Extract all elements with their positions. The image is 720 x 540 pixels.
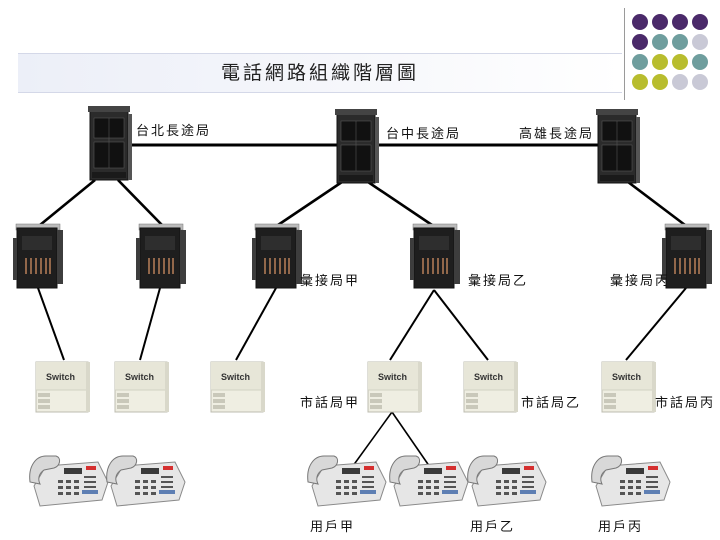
switch-icon-b: Switch — [463, 361, 519, 413]
label-toll-taichung: 台中長途局 — [386, 127, 462, 142]
decorative-dot — [632, 54, 648, 70]
link-tandem-2-switch — [139, 287, 161, 361]
switch-phone-links — [349, 411, 433, 471]
svg-text:Switch: Switch — [378, 372, 407, 382]
link-taipei-tandem-2 — [117, 179, 163, 226]
decorative-dot-grid — [632, 14, 708, 90]
telephone-icon-2 — [106, 455, 186, 507]
decorative-dot — [632, 34, 648, 50]
decorative-dot — [632, 74, 648, 90]
tandem-switch-links — [37, 287, 687, 361]
label-user-b: 用戶乙 — [470, 520, 516, 535]
decorative-dot — [652, 74, 668, 90]
telephone-icon-1 — [29, 455, 109, 507]
svg-text:Switch: Switch — [125, 372, 154, 382]
switch-icon-1: Switch — [35, 361, 91, 413]
tandem-server-icon-1 — [12, 223, 64, 289]
tandem-server-icon-2 — [135, 223, 187, 289]
decorative-dot — [692, 74, 708, 90]
decorative-dot — [672, 74, 688, 90]
link-taichung-tandem-a — [277, 180, 343, 227]
label-local-b: 市話局乙 — [521, 396, 582, 411]
label-toll-kaohsiung: 高雄長途局 — [519, 127, 595, 142]
telephone-icon-c — [591, 455, 671, 507]
telephone-icon-b — [467, 455, 547, 507]
label-tandem-a: 彙接局甲 — [300, 274, 361, 289]
decorative-divider — [624, 8, 625, 100]
decorative-dot — [672, 14, 688, 30]
switch-icon-3: Switch — [210, 361, 266, 413]
server-icon-kaohsiung — [595, 108, 641, 184]
decorative-dot — [692, 54, 708, 70]
decorative-dot — [672, 54, 688, 70]
label-user-c: 用戶丙 — [598, 520, 644, 535]
link-switch-phone-2 — [391, 411, 433, 471]
svg-text:Switch: Switch — [612, 372, 641, 382]
telephone-icon-a2 — [389, 455, 469, 507]
server-icon-taichung — [334, 108, 380, 184]
label-user-a: 用戶甲 — [310, 520, 356, 535]
label-tandem-c: 彙接局丙 — [610, 274, 671, 289]
svg-text:Switch: Switch — [474, 372, 503, 382]
decorative-dot — [652, 54, 668, 70]
switch-icon-c: Switch — [601, 361, 657, 413]
label-toll-taipei: 台北長途局 — [136, 124, 212, 139]
link-taichung-tandem-b — [367, 180, 433, 227]
decorative-dot — [672, 34, 688, 50]
link-taipei-tandem-1 — [39, 178, 96, 227]
decorative-dot — [632, 14, 648, 30]
decorative-dot — [652, 34, 668, 50]
telephone-icon-a — [307, 455, 387, 507]
switch-icon-a: Switch — [367, 361, 423, 413]
title-band — [18, 53, 622, 93]
svg-text:Switch: Switch — [221, 372, 250, 382]
toll-tandem-links — [39, 178, 686, 227]
link-tandem-c-switch — [625, 287, 687, 361]
decorative-dot — [652, 14, 668, 30]
link-kaohsiung-tandem-c — [627, 180, 686, 227]
link-tandem-b-switch-2 — [433, 289, 489, 361]
link-tandem-a-switch — [235, 287, 277, 361]
link-tandem-b-switch-1 — [389, 289, 435, 361]
link-switch-phone-1 — [349, 411, 393, 471]
label-tandem-b: 彙接局乙 — [468, 274, 529, 289]
decorative-dot — [692, 14, 708, 30]
diagram-title: 電話網路組織階層圖 — [220, 62, 419, 84]
tandem-server-icon-b — [409, 223, 461, 289]
svg-text:Switch: Switch — [46, 372, 75, 382]
decorative-dot — [692, 34, 708, 50]
link-tandem-1-switch — [37, 287, 65, 361]
tandem-server-icon-a — [251, 223, 303, 289]
switch-icon-2: Switch — [114, 361, 170, 413]
server-icon-taipei — [87, 105, 133, 181]
label-local-a: 市話局甲 — [300, 396, 361, 411]
label-local-c: 市話局丙 — [655, 396, 716, 411]
